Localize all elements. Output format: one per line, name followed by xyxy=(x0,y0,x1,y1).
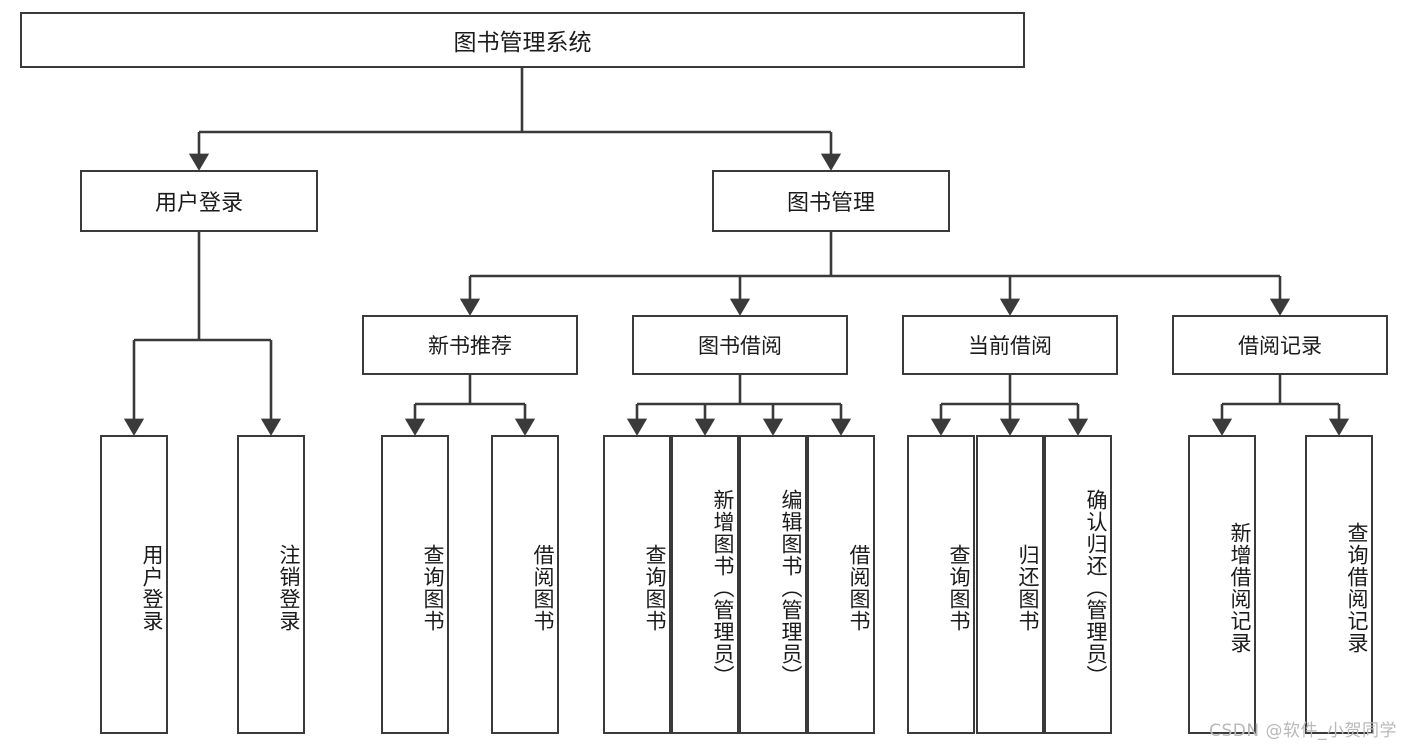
leaf-label: 查询图书 xyxy=(947,543,971,632)
leaf-user-login[interactable]: 用户登录 xyxy=(100,435,168,734)
leaf-label: 查询图书 xyxy=(643,543,667,632)
leaf-label: 查询借阅记录 xyxy=(1345,521,1369,654)
node-new-book-recommend[interactable]: 新书推荐 xyxy=(362,315,578,375)
leaf-add-borrow-record[interactable]: 新增借阅记录 xyxy=(1188,435,1256,734)
leaf-label: 注销登录 xyxy=(277,543,301,632)
leaf-label: 借阅图书 xyxy=(847,543,871,632)
leaf-edit-book-admin[interactable]: 编辑图书（管理员） xyxy=(739,435,807,734)
node-book-management[interactable]: 图书管理 xyxy=(712,170,950,232)
leaf-label: 用户登录 xyxy=(140,543,164,632)
leaf-logout[interactable]: 注销登录 xyxy=(237,435,305,734)
leaf-borrow-book[interactable]: 借阅图书 xyxy=(807,435,875,734)
node-label: 新书推荐 xyxy=(428,334,512,358)
node-book-management-system[interactable]: 图书管理系统 xyxy=(20,12,1025,68)
leaf-label: 新增图书（管理员） xyxy=(711,488,735,687)
leaf-query-book-borrow[interactable]: 查询图书 xyxy=(603,435,671,734)
leaf-label: 查询图书 xyxy=(421,543,445,632)
node-label: 图书管理系统 xyxy=(453,30,592,56)
leaf-label: 确认归还（管理员） xyxy=(1084,488,1108,687)
node-label: 图书管理 xyxy=(786,191,875,216)
node-book-borrow[interactable]: 图书借阅 xyxy=(632,315,848,375)
leaf-return-book[interactable]: 归还图书 xyxy=(976,435,1044,734)
node-borrow-record[interactable]: 借阅记录 xyxy=(1172,315,1388,375)
leaf-confirm-return-admin[interactable]: 确认归还（管理员） xyxy=(1044,435,1112,734)
leaf-query-book-current[interactable]: 查询图书 xyxy=(907,435,975,734)
leaf-query-borrow-record[interactable]: 查询借阅记录 xyxy=(1305,435,1373,734)
leaf-label: 借阅图书 xyxy=(531,543,555,632)
node-user-login[interactable]: 用户登录 xyxy=(80,170,318,232)
node-label: 图书借阅 xyxy=(698,334,782,358)
leaf-label: 归还图书 xyxy=(1016,543,1040,632)
leaf-borrow-book-recommend[interactable]: 借阅图书 xyxy=(491,435,559,734)
node-label: 当前借阅 xyxy=(968,334,1052,358)
leaf-label: 编辑图书（管理员） xyxy=(779,488,803,687)
node-current-borrow[interactable]: 当前借阅 xyxy=(902,315,1118,375)
leaf-add-book-admin[interactable]: 新增图书（管理员） xyxy=(671,435,739,734)
node-label: 借阅记录 xyxy=(1238,334,1322,358)
leaf-query-book-recommend[interactable]: 查询图书 xyxy=(381,435,449,734)
leaf-label: 新增借阅记录 xyxy=(1228,521,1252,654)
node-label: 用户登录 xyxy=(154,191,243,216)
csdn-watermark: CSDN @软件_小贺同学 xyxy=(1209,721,1397,741)
